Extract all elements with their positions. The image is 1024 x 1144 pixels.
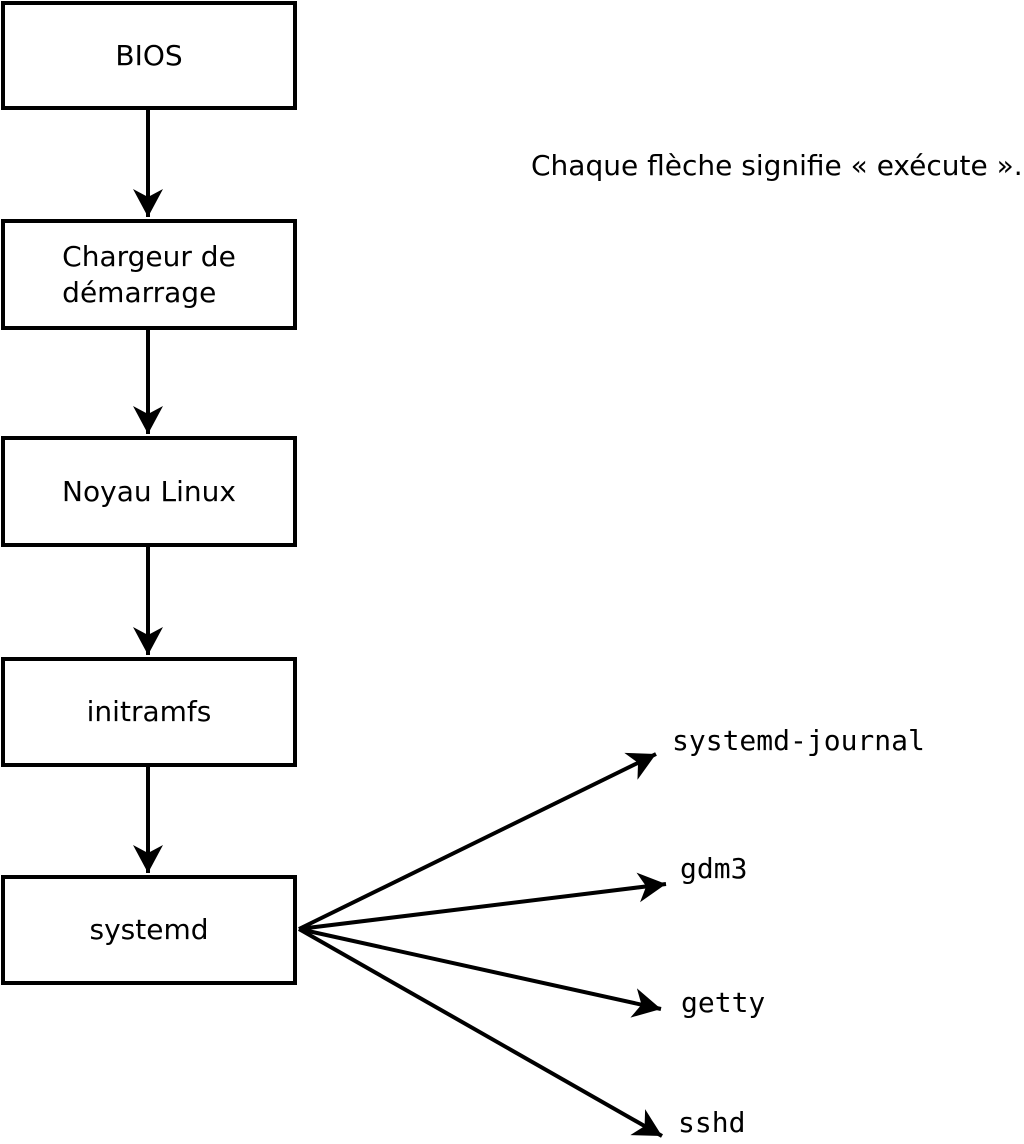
process-label-getty: getty [681, 986, 766, 1019]
process-label-gdm3: gdm3 [680, 852, 748, 885]
process-label-sshd: sshd [678, 1106, 746, 1139]
node-kernel-label: Noyau Linux [62, 474, 236, 508]
node-bios-label: BIOS [115, 38, 183, 72]
node-initramfs-label: initramfs [86, 695, 212, 728]
arrow-systemd-to-getty [298, 927, 662, 1018]
node-bootloader-label: Chargeur de démarrage [62, 239, 236, 309]
node-systemd-label: systemd [89, 913, 209, 946]
arrow-systemd-to-sshd [298, 927, 663, 1138]
node-kernel: Noyau Linux [1, 436, 297, 547]
node-bios: BIOS [1, 1, 297, 110]
node-systemd: systemd [1, 875, 297, 985]
process-label-systemd-journal: systemd-journal [672, 724, 925, 757]
node-initramfs: initramfs [1, 657, 297, 767]
arrow-systemd-to-gdm3 [298, 872, 667, 931]
arrow-systemd-to-systemd-journal [298, 752, 657, 931]
node-bootloader: Chargeur de démarrage [1, 219, 297, 330]
diagram-caption: Chaque flèche signifie « exécute ». [531, 149, 1023, 182]
